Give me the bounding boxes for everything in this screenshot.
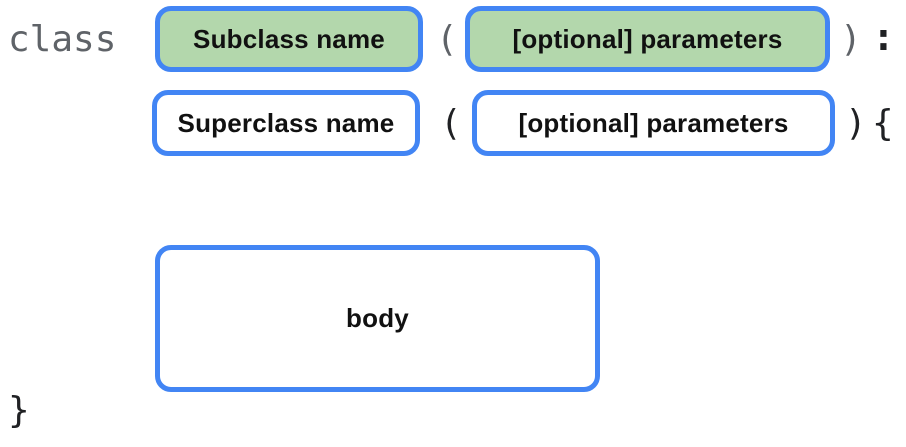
subclass-parameters-box: [optional] parameters [465, 6, 830, 72]
body-label: body [346, 303, 409, 333]
superclass-parameters-label: [optional] parameters [518, 107, 789, 138]
subclass-parameters-label: [optional] parameters [512, 23, 783, 54]
row2-close-paren: ) [845, 102, 867, 144]
body-box: body [155, 245, 600, 392]
subclass-name-label: Subclass name [193, 23, 385, 54]
close-brace: } [8, 389, 30, 431]
superclass-name-box: Superclass name [152, 90, 420, 156]
row1-open-paren: ( [436, 18, 458, 60]
subclass-name-box: Subclass name [155, 6, 423, 72]
superclass-parameters-box: [optional] parameters [472, 90, 835, 156]
open-brace: { [872, 102, 894, 144]
row2-open-paren: ( [440, 102, 462, 144]
class-keyword: class [8, 18, 117, 60]
inheritance-colon: : [872, 15, 895, 59]
row1-close-paren: ) [840, 18, 862, 60]
superclass-name-label: Superclass name [177, 107, 395, 138]
